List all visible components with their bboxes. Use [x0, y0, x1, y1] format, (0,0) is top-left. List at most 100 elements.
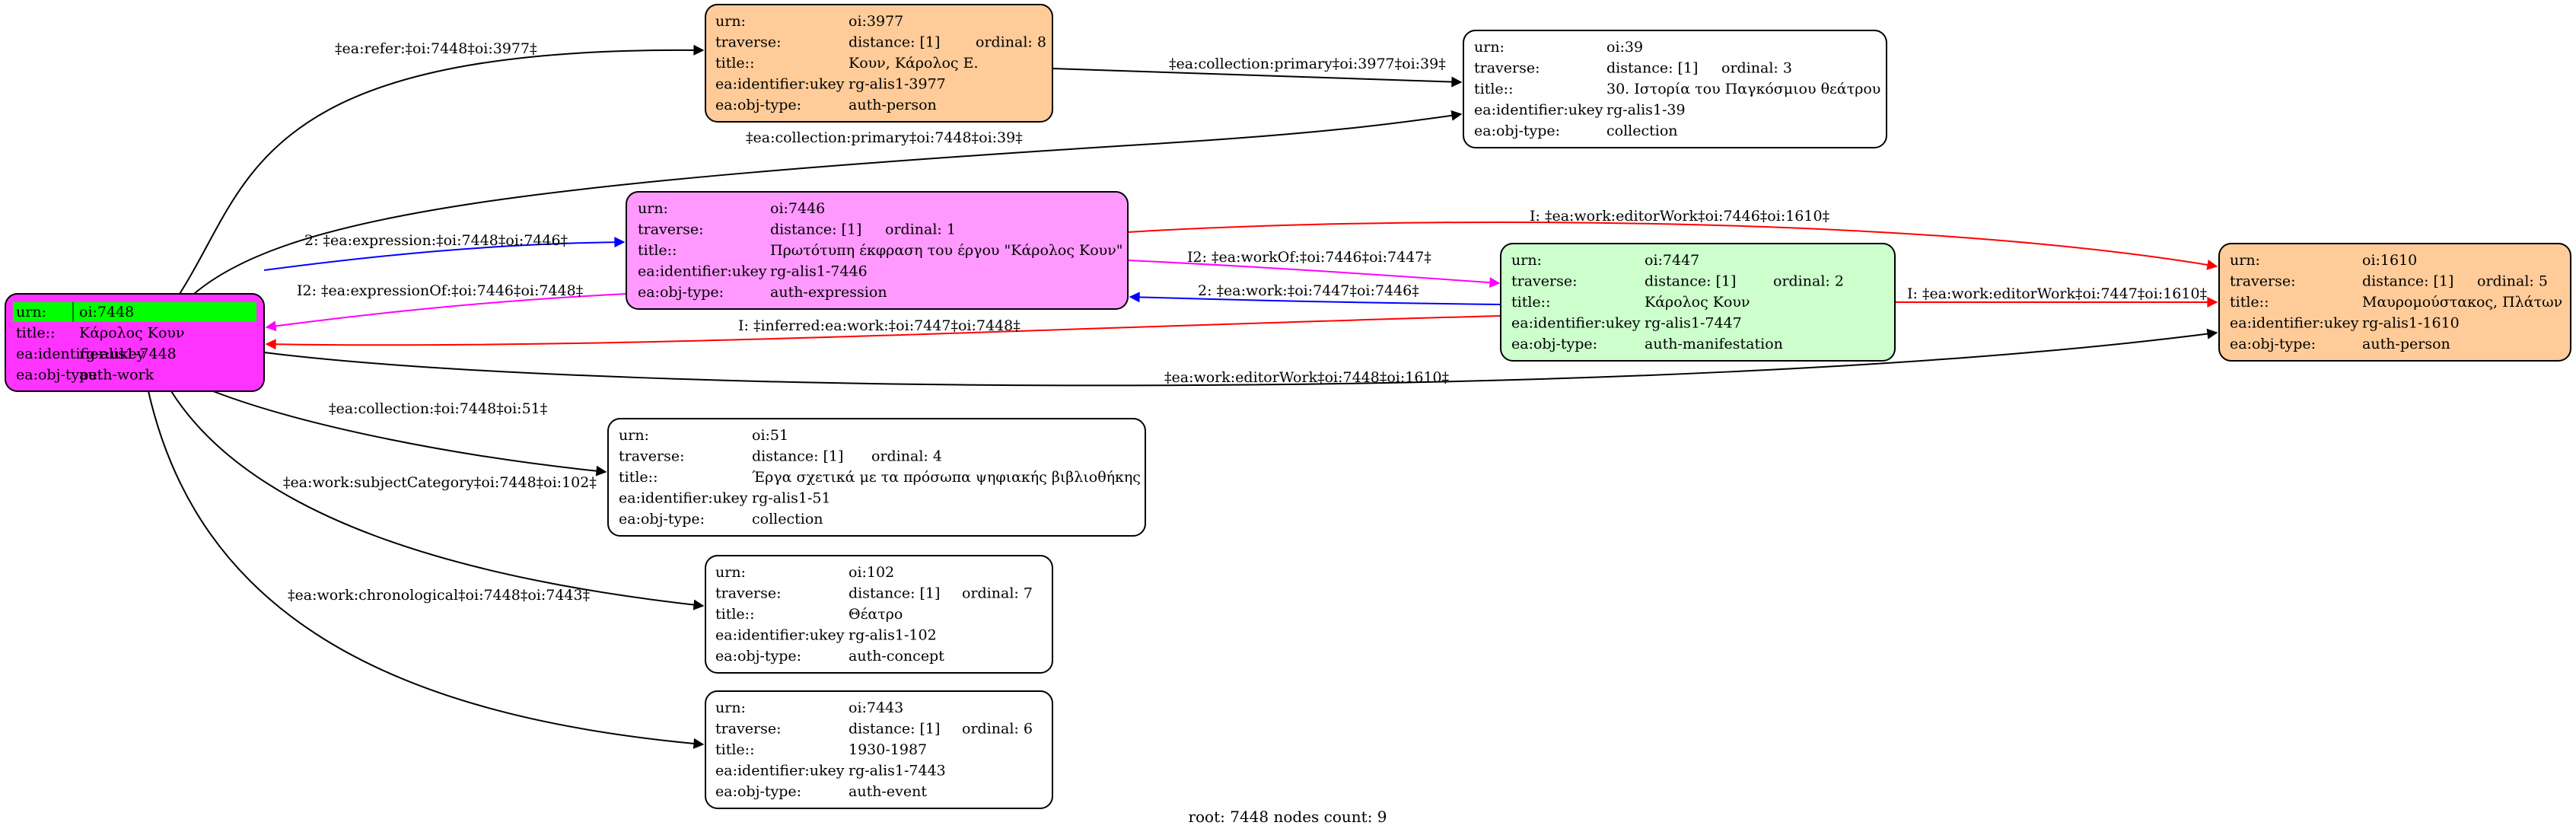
node-title: Μαυρομούστακος, Πλάτων — [2362, 294, 2562, 311]
node-ukey: rg-alis1-7446 — [770, 263, 868, 280]
edge-e5 — [265, 293, 627, 332]
node-ukey: rg-alis1-1610 — [2362, 315, 2460, 332]
node-key: traverse: — [715, 34, 782, 51]
edge-e3 — [193, 110, 1463, 295]
node-type: auth-work — [79, 367, 154, 384]
edge-label-e2: ‡ea:collection:primary‡oi:3977‡oi:39‡ — [1169, 56, 1446, 72]
edge-e10 — [265, 315, 1501, 350]
node-distance: distance: [1] — [1645, 273, 1736, 290]
node-key: traverse: — [2230, 273, 2296, 290]
edge-label-e8: 2: ‡ea:work:‡oi:7447‡oi:7446‡ — [1198, 282, 1419, 299]
node-key: title:: — [16, 325, 55, 342]
node-key: urn: — [1511, 252, 1542, 269]
node-key: ea:identifier:ukey — [1511, 315, 1641, 332]
node-key: ea:identifier:ukey — [715, 627, 845, 644]
node-key: traverse: — [638, 221, 704, 238]
node-distance: distance: [1] — [849, 721, 940, 738]
node-key: ea:obj-type: — [638, 284, 724, 301]
node-key: ea:obj-type: — [715, 97, 801, 113]
edge-e8 — [1129, 292, 1501, 305]
edge-e14 — [148, 390, 705, 749]
node-distance: distance: [1] — [849, 34, 940, 51]
edge-label-e11: ‡ea:work:editorWork‡oi:7448‡oi:1610‡ — [1164, 369, 1449, 386]
node-key: ea:obj-type: — [715, 648, 801, 664]
node-type: auth-person — [849, 97, 937, 113]
node-ordinal: ordinal: 6 — [962, 721, 1033, 738]
node-key: traverse: — [715, 585, 782, 602]
edge-label-e5: I2: ‡ea:expressionOf:‡oi:7446‡oi:7448‡ — [297, 282, 583, 299]
node-key: traverse: — [715, 721, 782, 738]
node-key: urn: — [715, 564, 746, 581]
node-urn: oi:39 — [1606, 39, 1643, 56]
edge-label-e9: I: ‡ea:work:editorWork‡oi:7447‡oi:1610‡ — [1907, 285, 2207, 302]
node-key: traverse: — [619, 448, 685, 465]
edge-label-e3: ‡ea:collection:primary‡oi:7448‡oi:39‡ — [746, 129, 1023, 146]
node-ordinal: ordinal: 2 — [1773, 273, 1844, 290]
node-ukey: rg-alis1-7448 — [79, 346, 177, 362]
node-key: ea:identifier:ukey — [715, 763, 845, 779]
node-type: collection — [752, 511, 823, 527]
node-key: title:: — [2230, 294, 2269, 311]
node-type: auth-manifestation — [1645, 336, 1783, 352]
node-key: ea:identifier:ukey — [2230, 315, 2359, 332]
node-key: ea:identifier:ukey — [619, 490, 748, 507]
node-key: title:: — [715, 606, 754, 623]
node-key: title:: — [619, 469, 658, 486]
edge-label-e12: ‡ea:collection:‡oi:7448‡oi:51‡ — [329, 400, 547, 417]
node-key: ea:identifier:ukey — [16, 346, 145, 362]
node-box — [1500, 243, 1896, 362]
node-ukey: rg-alis1-7447 — [1645, 315, 1742, 332]
node-distance: distance: [1] — [2362, 273, 2453, 290]
node-ordinal: ordinal: 1 — [885, 221, 956, 238]
node-box — [705, 690, 1053, 809]
node-ukey: rg-alis1-7443 — [849, 763, 946, 779]
node-distance: distance: [1] — [849, 585, 940, 602]
node-ukey: rg-alis1-51 — [752, 490, 831, 507]
edge-e2 — [1052, 68, 1463, 88]
node-n1610[interactable]: urn: oi:1610 traverse: distance: [1] ordinal… — [2218, 243, 2571, 362]
edge-label-e7: I2: ‡ea:workOf:‡oi:7446‡oi:7447‡ — [1187, 249, 1431, 266]
node-urn: oi:3977 — [849, 13, 903, 30]
edge-label-e13: ‡ea:work:subjectCategory‡oi:7448‡oi:102‡ — [283, 474, 597, 491]
node-type: auth-expression — [770, 284, 887, 301]
node-box — [607, 418, 1146, 537]
node-ordinal: ordinal: 5 — [2477, 273, 2548, 290]
node-urn: oi:7447 — [1645, 252, 1699, 269]
node-key: urn: — [715, 700, 746, 716]
node-key: title:: — [1474, 81, 1513, 97]
node-box — [705, 555, 1053, 674]
node-ordinal: ordinal: 3 — [1721, 60, 1792, 77]
node-key: title:: — [715, 741, 754, 758]
node-urn: oi:1610 — [2362, 252, 2417, 269]
node-ordinal: ordinal: 7 — [962, 585, 1033, 602]
node-key: title:: — [1511, 294, 1550, 311]
node-key: ea:obj-type: — [2230, 336, 2316, 352]
node-key: ea:obj-type: — [1511, 336, 1597, 352]
node-n7443[interactable]: urn: oi:7443 traverse: distance: [1] ordinal… — [705, 690, 1053, 809]
edge-e13 — [170, 390, 705, 610]
node-urn: oi:7446 — [770, 200, 825, 217]
node-key: title:: — [638, 242, 677, 259]
node-distance: distance: [1] — [770, 221, 861, 238]
node-urn: oi:51 — [752, 427, 788, 444]
node-key: ea:identifier:ukey — [715, 76, 845, 93]
node-urn: oi:7443 — [849, 700, 903, 716]
node-title: Κάρολος Κουν — [1645, 294, 1750, 311]
graph-caption: root: 7448 nodes count: 9 — [1188, 808, 1387, 826]
node-ukey: rg-alis1-102 — [849, 627, 937, 644]
node-box — [1463, 30, 1887, 148]
node-key: urn: — [715, 13, 746, 30]
edge-label-e4: 2: ‡ea:expression:‡oi:7448‡oi:7446‡ — [304, 232, 568, 249]
node-key: urn: — [2230, 252, 2260, 269]
node-key: ea:identifier:ukey — [1474, 102, 1603, 119]
node-key: ea:obj-type: — [1474, 123, 1560, 139]
edge-label-e6: I: ‡ea:work:editorWork‡oi:7446‡oi:1610‡ — [1530, 208, 1829, 225]
